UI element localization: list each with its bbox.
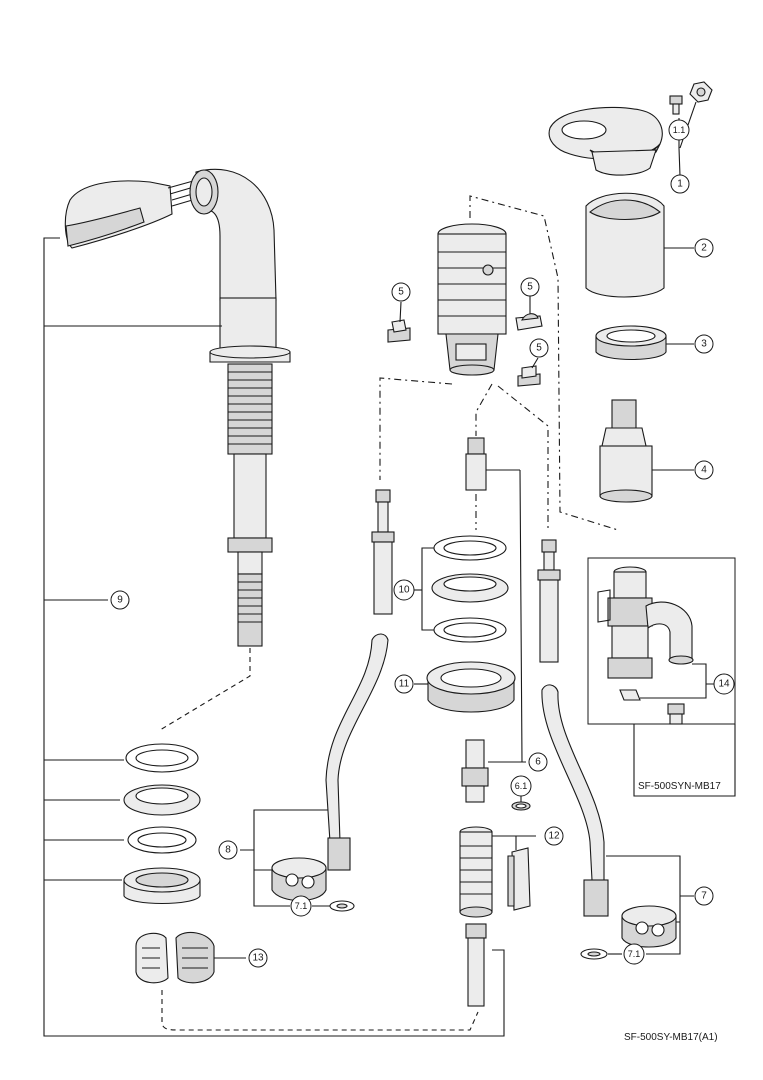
callout-7-1a-label: 7.1 [295, 901, 308, 911]
callout-9: 9 [110, 590, 130, 610]
valve-body [437, 223, 507, 376]
callout-1-1: 1.1 [668, 119, 690, 141]
part-5-clip-a [387, 301, 411, 343]
callout-1-label: 1 [677, 179, 683, 190]
part-6-outlet-pipe [461, 469, 526, 803]
callout-3-label: 3 [701, 339, 707, 350]
callout-13-label: 13 [252, 953, 264, 964]
drawing-code: SF-500SY-MB17(A1) [624, 1032, 718, 1043]
left-inlet-guide [379, 377, 453, 480]
callout-5b: 5 [520, 277, 540, 297]
callout-14-label: 14 [718, 679, 730, 690]
callout-2-label: 2 [701, 243, 707, 254]
inset-label: SF-500SYN-MB17 [638, 781, 721, 792]
callout-6-1-label: 6.1 [515, 781, 528, 791]
callout-11-label: 11 [399, 679, 410, 690]
callout-5c-label: 5 [536, 343, 542, 354]
spout-dashed-guide [159, 648, 251, 731]
spout-assembly [64, 168, 291, 647]
part-8-left-hose [325, 633, 389, 871]
part-6-1-oring [511, 796, 531, 811]
callout-7: 7 [694, 886, 714, 906]
callout-6: 6 [528, 752, 548, 772]
part-7-right-hose [541, 684, 609, 917]
callout-8-bracket [240, 809, 328, 907]
part-10-gaskets [431, 535, 509, 643]
callout-9-label: 9 [117, 595, 123, 606]
part-7-1-washer-left [329, 900, 355, 912]
callout-14: 14 [713, 673, 735, 695]
right-inlet-guide [497, 385, 549, 532]
callout-12: 12 [544, 826, 564, 846]
center-outlet-guide [475, 383, 493, 436]
right-inlet-fitting [537, 539, 561, 663]
callout-2: 2 [694, 238, 714, 258]
callout-12-label: 12 [548, 831, 560, 842]
callout-10-bracket [421, 547, 434, 631]
callout-7-1b: 7.1 [623, 943, 645, 965]
callout-7-1b-label: 7.1 [628, 949, 641, 959]
inset-sf-500syn: SF-500SYN-MB17 [587, 557, 736, 797]
callout-4: 4 [694, 460, 714, 480]
callout-7-label: 7 [701, 891, 707, 902]
callout-10: 10 [393, 579, 415, 601]
callout-9-bracket [43, 237, 505, 1037]
center-outlet-fitting [465, 437, 520, 491]
callout-6-1: 6.1 [510, 775, 532, 797]
callout-5b-label: 5 [527, 282, 533, 293]
cartridge-guide [469, 195, 619, 531]
callout-5c: 5 [529, 338, 549, 358]
callout-11: 11 [394, 674, 414, 694]
callout-5a-label: 5 [398, 287, 404, 298]
bottom-dashed-guide [161, 990, 479, 1031]
part-7-1-washer-right [580, 948, 608, 960]
callout-4-label: 4 [701, 465, 707, 476]
part-5-clip-c [517, 357, 541, 387]
part-8-nut [271, 857, 327, 901]
part-2-cover [585, 192, 694, 298]
callout-7-1a: 7.1 [290, 895, 312, 917]
callout-3: 3 [694, 334, 714, 354]
callout-1-1-label: 1.1 [673, 125, 686, 135]
lower-hose [465, 923, 487, 1007]
callout-7-bracket [606, 855, 694, 955]
part-13-clamp [135, 931, 246, 984]
left-inlet-fitting [371, 489, 395, 615]
callout-8: 8 [218, 840, 238, 860]
part-12-check-valve [459, 826, 536, 918]
part-3-nut [595, 325, 694, 360]
part-4-cartridge [599, 399, 694, 503]
callout-5a: 5 [391, 282, 411, 302]
callout-10-label: 10 [398, 585, 410, 596]
part-1-handle [548, 106, 663, 176]
part-11-locknut [414, 661, 516, 713]
part-5-clip-b [515, 296, 543, 331]
callout-1: 1 [670, 174, 690, 194]
callout-8-label: 8 [225, 845, 231, 856]
part-1-1-screw [669, 81, 713, 115]
mounting-washers [123, 743, 201, 905]
callout-13: 13 [248, 948, 268, 968]
callout-6-label: 6 [535, 757, 541, 768]
part-7-nut [621, 905, 677, 948]
